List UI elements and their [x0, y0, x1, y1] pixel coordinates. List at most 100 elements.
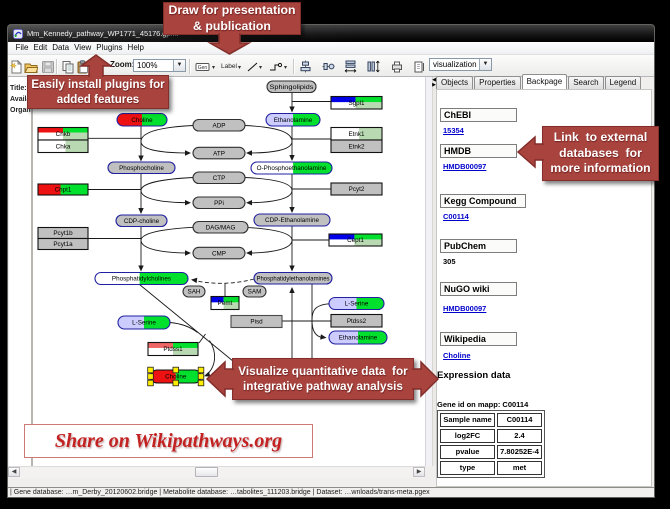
datanode-tool-icon[interactable]: Gen	[195, 61, 211, 73]
metabolite-node-cmp[interactable]: CMP	[192, 246, 246, 260]
pathway-edge[interactable]	[248, 240, 293, 254]
backpage-link[interactable]: HMDB00097	[443, 304, 487, 313]
align-center-y-icon[interactable]	[322, 60, 335, 73]
connector-tool-icon[interactable]	[268, 61, 283, 73]
tab-search[interactable]: Search	[568, 76, 604, 89]
pathway-edge[interactable]	[244, 125, 293, 142]
gene-node-ptdss2[interactable]: Ptdss2	[330, 313, 383, 328]
pathway-edge[interactable]	[140, 125, 194, 142]
selection-handle[interactable]	[197, 366, 205, 374]
label-tool[interactable]: Label	[221, 63, 237, 70]
metabolite-node-l-serine[interactable]: L-Serine	[328, 296, 385, 311]
paste-icon[interactable]	[76, 60, 90, 74]
gene-node-pcyt1a[interactable]: Pcyt1a	[37, 237, 89, 251]
pathway-edge[interactable]	[169, 322, 198, 333]
gene-node-cept1[interactable]: Cept1	[328, 233, 383, 247]
gene-node-pemt[interactable]: Pemt	[210, 295, 240, 311]
backpage-link[interactable]: HMDB00097	[443, 162, 487, 171]
metabolite-node-phosphatidylcholines[interactable]: Phosphatidylcholines	[94, 271, 189, 286]
menu-data[interactable]: Data	[52, 43, 70, 52]
pathway-edge[interactable]	[140, 177, 194, 191]
metabolite-node-atp[interactable]: ATP	[192, 146, 246, 160]
pathway-edge[interactable]	[311, 303, 330, 321]
pathway-edge[interactable]	[198, 333, 206, 344]
menu-edit[interactable]: Edit	[33, 43, 48, 52]
pathway-edge[interactable]	[244, 177, 293, 191]
pathway-edge[interactable]	[248, 190, 293, 204]
menu-view[interactable]: View	[74, 43, 92, 52]
gene-node-chka[interactable]: Chka	[37, 139, 89, 154]
metabolite-node-o-phosphoethanolamine[interactable]: O-Phosphoethanolamine	[250, 161, 333, 175]
scroll-right-icon[interactable]: ▶	[413, 467, 425, 477]
selection-handle[interactable]	[147, 379, 154, 387]
stack-vertical-icon[interactable]	[367, 60, 380, 73]
pathway-edge[interactable]	[244, 226, 293, 241]
backpage-link[interactable]: 15354	[443, 126, 464, 135]
metabolite-node-ctp[interactable]: CTP	[192, 171, 246, 185]
metabolite-node-choline[interactable]: Choline	[147, 366, 205, 387]
metabolite-node-dag-mag[interactable]: DAG/MAG	[192, 220, 249, 234]
selection-handle[interactable]	[197, 373, 205, 380]
pathway-edge[interactable]	[139, 284, 240, 367]
gene-node-chkb[interactable]: Chkb	[37, 126, 89, 141]
metabolite-node-sah[interactable]: SAH	[182, 285, 206, 298]
gene-node-ptdss1[interactable]: Ptdss1	[147, 341, 199, 357]
tab-legend[interactable]: Legend	[604, 76, 642, 89]
metabolite-node-ethanolamine[interactable]: Ethanolamine	[265, 112, 321, 127]
open-file-icon[interactable]	[24, 60, 38, 74]
tab-backpage[interactable]: Backpage	[521, 74, 568, 89]
scroll-left-icon[interactable]: ◀	[8, 467, 20, 477]
menu-help[interactable]: Help	[127, 43, 144, 52]
export-icon[interactable]	[413, 61, 425, 73]
pathway-edge[interactable]	[248, 141, 293, 154]
metabolite-node-phosphocholine[interactable]: Phosphocholine	[107, 161, 176, 175]
tab-properties[interactable]: Properties	[474, 76, 521, 89]
zoom-dropdown-icon[interactable]: ▼	[173, 60, 185, 71]
pathway-edge[interactable]	[140, 190, 189, 204]
panel-splitter[interactable]	[432, 77, 436, 466]
selection-handle[interactable]	[172, 366, 179, 374]
menu-file[interactable]: File	[15, 43, 29, 52]
metabolite-node-l-serine[interactable]: L-Serine	[117, 315, 171, 330]
metabolite-node-ethanolamine[interactable]: Ethanolamine	[328, 330, 388, 345]
pathway-edge[interactable]	[140, 141, 189, 154]
gene-node-pisd[interactable]: Pisd	[230, 314, 283, 329]
canvas-vertical-scrollbar[interactable]	[425, 77, 432, 466]
new-file-icon[interactable]	[9, 60, 23, 74]
gene-node-sgpl1[interactable]: Sgpl1	[330, 95, 383, 110]
gene-node-chpt1[interactable]: Chpt1	[37, 183, 89, 196]
metabolite-node-ppi[interactable]: PPi	[192, 196, 246, 210]
selection-handle[interactable]	[147, 366, 154, 374]
label-tool-dropdown-icon[interactable]: ▾	[238, 65, 242, 71]
metabolite-node-phosphatidylethanolamines[interactable]: Phosphatidylethanolamines	[253, 271, 333, 285]
copy-icon[interactable]	[61, 60, 75, 74]
pathway-edge[interactable]	[206, 340, 216, 376]
print-icon[interactable]	[391, 61, 403, 73]
align-center-x-icon[interactable]	[299, 60, 312, 73]
pathway-edge[interactable]	[140, 240, 189, 254]
gene-node-etnk2[interactable]: Etnk2	[330, 139, 383, 154]
metabolite-node-sam[interactable]: SAM	[242, 285, 267, 298]
selection-handle[interactable]	[172, 379, 179, 387]
pathway-edge[interactable]	[140, 226, 194, 241]
gene-node-etnk1[interactable]: Etnk1	[330, 126, 383, 141]
gene-node-pcyt2[interactable]: Pcyt2	[330, 182, 383, 196]
metabolite-node-choline[interactable]: Choline	[116, 112, 168, 127]
tab-objects[interactable]: Objects	[436, 76, 474, 89]
metabolite-node-cdp-ethanolamine[interactable]: CDP-Ethanolamine	[253, 213, 331, 227]
selection-handle[interactable]	[197, 379, 205, 387]
datanode-tool-dropdown-icon[interactable]: ▾	[212, 65, 216, 71]
backpage-link[interactable]: Choline	[443, 351, 471, 360]
visualization-dropdown-icon[interactable]: ▼	[479, 59, 491, 70]
splitter-collapse-icon[interactable]: ◀▶	[432, 77, 436, 88]
line-tool-icon[interactable]	[246, 61, 259, 73]
zoom-combobox[interactable]: 100% ▼	[133, 59, 186, 72]
gene-node-pcyt1b[interactable]: Pcyt1b	[37, 226, 89, 240]
metabolite-node-adp[interactable]: ADP	[192, 118, 246, 132]
save-icon[interactable]	[41, 60, 55, 74]
visualization-combobox[interactable]: visualization ▼	[429, 58, 492, 71]
metabolite-node-cdp-choline[interactable]: CDP-choline	[115, 214, 168, 228]
scrollbar-thumb[interactable]	[195, 467, 218, 477]
metabolite-node-sphingolipids[interactable]: Sphingolipids	[266, 80, 317, 94]
